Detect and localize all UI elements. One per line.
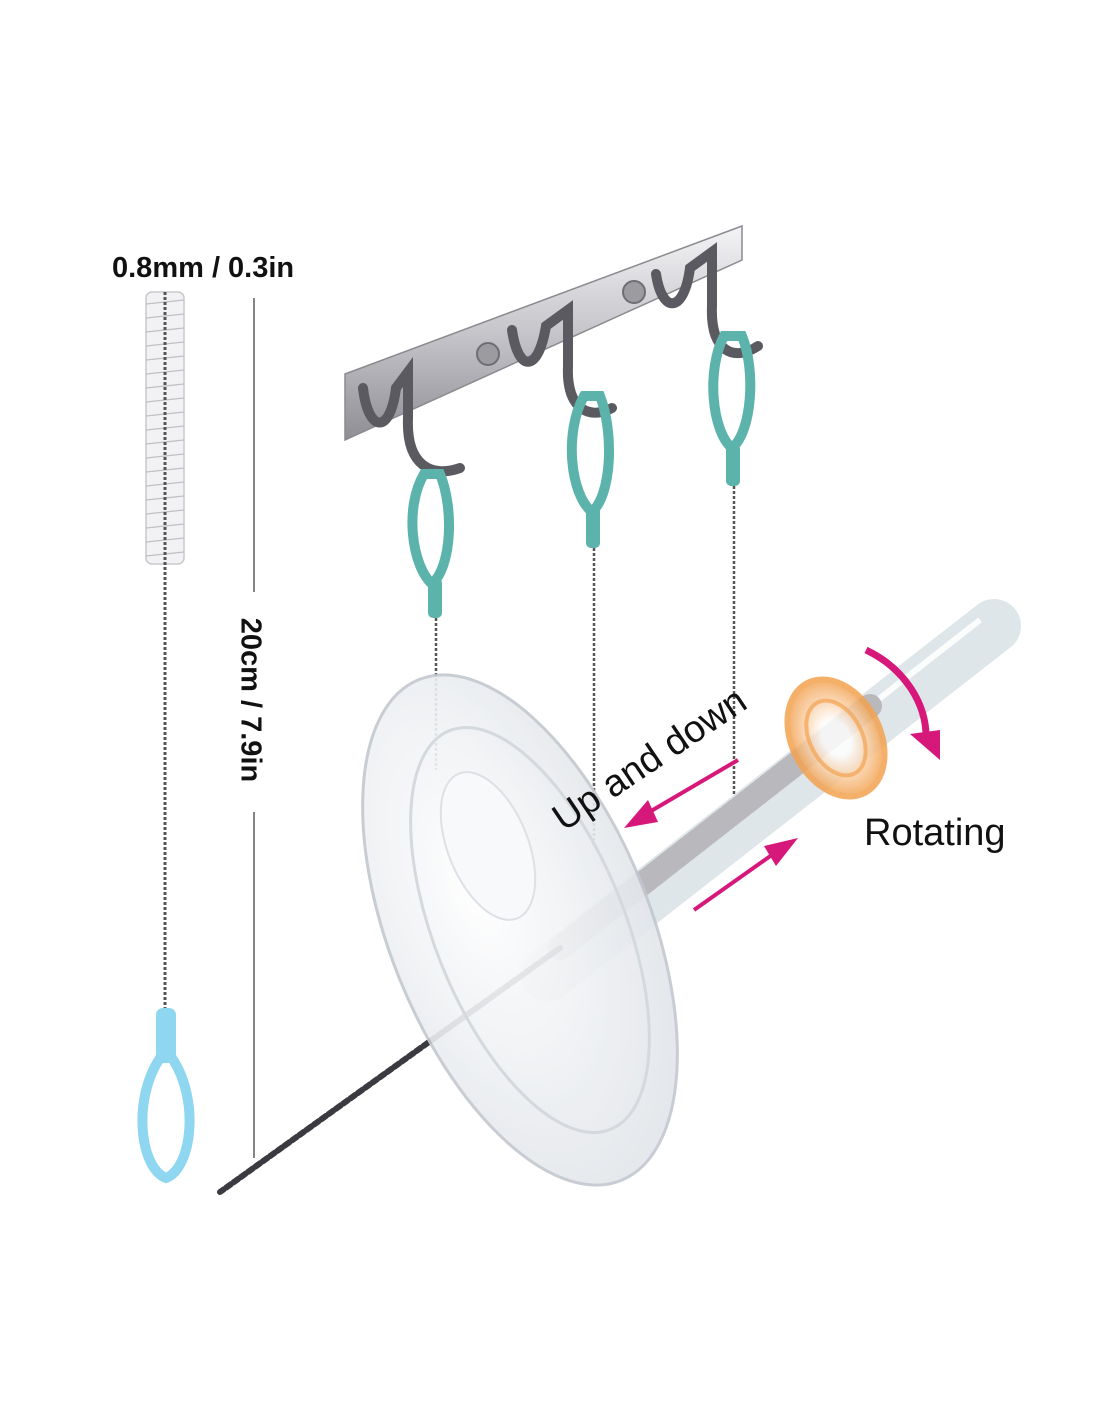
length-label: 20cm / 7.9in	[234, 617, 267, 783]
cleaning-brush-single	[137, 291, 195, 1184]
arrow-rotating	[864, 646, 940, 760]
hanging-brush-2	[566, 391, 615, 840]
diameter-label: 0.8mm / 0.3in	[112, 252, 295, 284]
clear-lid	[361, 673, 679, 1187]
rotation-ring	[784, 676, 888, 800]
motion-arrows	[624, 646, 940, 912]
rotating-label: Rotating	[864, 812, 1006, 854]
hook-rack	[344, 224, 763, 477]
arrow-up-down-right	[692, 838, 798, 912]
arrow-up-down-left	[624, 758, 740, 828]
hanging-brush-3	[708, 331, 756, 796]
